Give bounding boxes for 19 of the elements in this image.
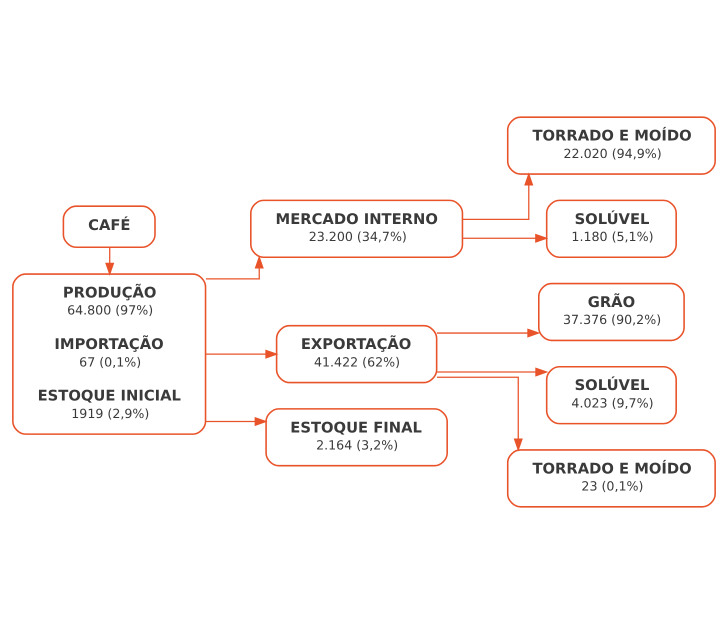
arrow: [206, 416, 268, 426]
arrow: [462, 172, 534, 220]
node-box: PRODUÇÃO 64.800 (97%) IMPORTAÇÃO 67 (0,1%) ESTOQUE INICIAL 1919 (2,9%): [12, 272, 206, 434]
node-box: TORRADO E MOÍDO 23 (0,1%): [506, 448, 716, 508]
node-box: GRÃO 37.376 (90,2%): [538, 282, 685, 341]
arrow: [436, 328, 540, 338]
arrow: [105, 246, 114, 276]
node-box: SOLÚVEL 4.023 (9,7%): [546, 365, 677, 424]
arrow: [206, 349, 278, 358]
arrow: [436, 376, 523, 452]
arrow: [462, 233, 548, 242]
arrow: [436, 366, 548, 376]
node-box: EXPORTAÇÃO 41.422 (62%): [276, 324, 438, 383]
node-box: MERCADO INTERNO 23.200 (34,7%): [250, 199, 464, 258]
node-box: CAFÉ: [62, 204, 156, 248]
node-box: ESTOQUE FINAL 2.164 (3,2%): [265, 408, 448, 466]
arrow: [206, 254, 264, 279]
node-box: SOLÚVEL 1.180 (5,1%): [546, 199, 677, 258]
node-box: TORRADO E MOÍDO 22.020 (94,9%): [506, 116, 716, 174]
